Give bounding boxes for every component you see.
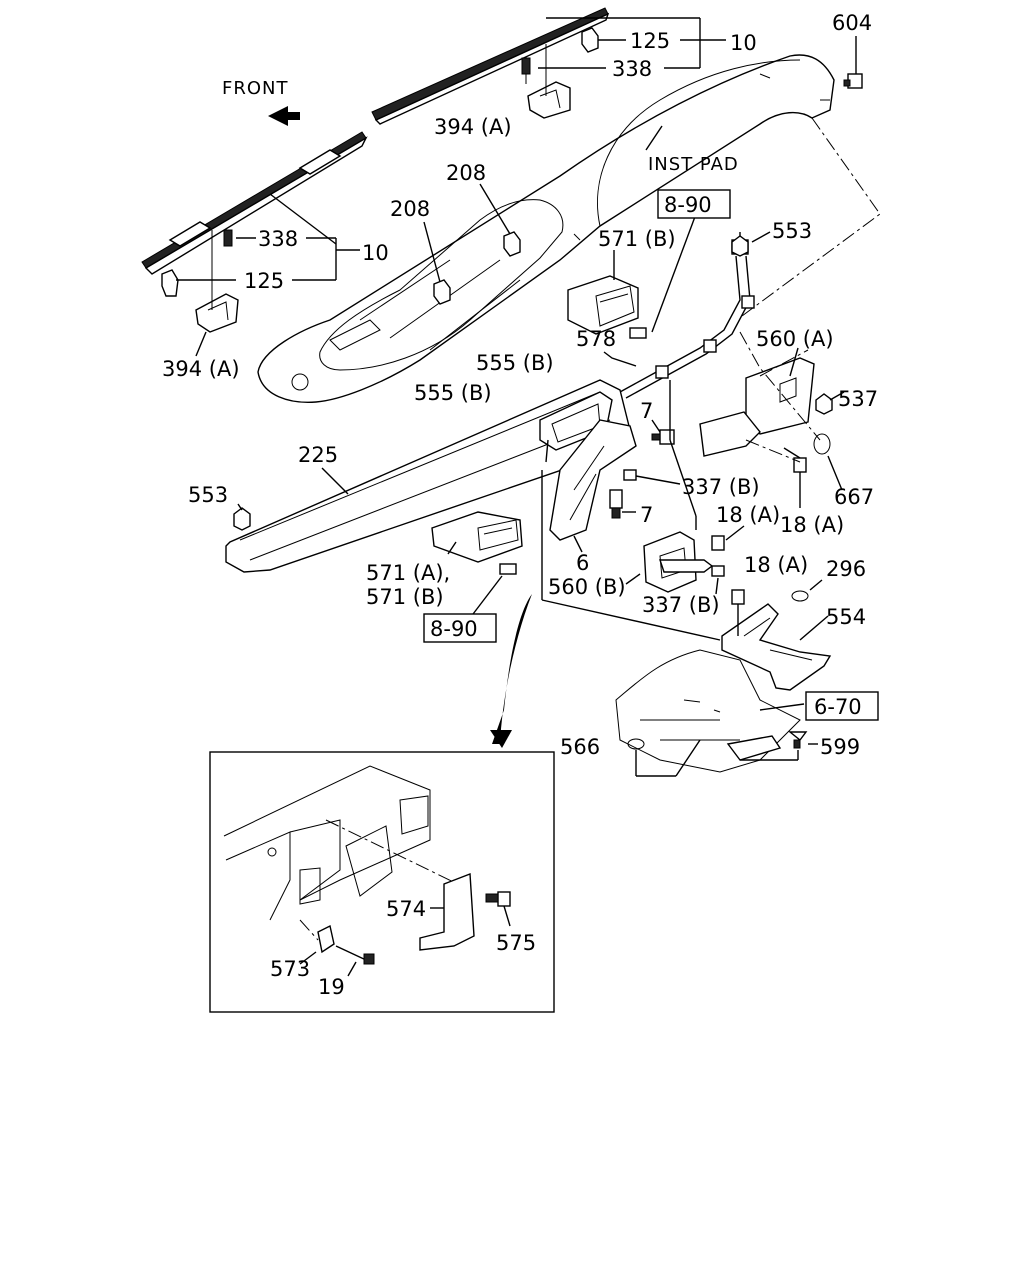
bracket-394a-top <box>527 44 571 119</box>
plug-566 <box>627 738 645 750</box>
label-19: 19 <box>318 975 345 999</box>
bolt-337b-lower <box>711 565 725 577</box>
label-575: 575 <box>496 931 536 955</box>
clip-208-right <box>503 231 521 257</box>
label-555b-lower: 555 (B) <box>414 381 492 405</box>
label-560b: 560 (B) <box>548 575 626 599</box>
screw-338-left <box>223 229 233 247</box>
nut-537 <box>815 393 833 415</box>
ref-box-890-top <box>657 189 731 219</box>
label-7-upper: 7 <box>640 399 653 423</box>
defroster-grille-left <box>141 131 368 275</box>
bracket-574 <box>419 873 475 951</box>
defroster-grille-top <box>371 7 610 125</box>
label-inst-pad: INST PAD <box>648 154 739 175</box>
duct-571b-top <box>567 275 639 335</box>
label-125-top: 125 <box>630 29 670 53</box>
instrument-pad <box>257 54 835 403</box>
bracket-560a <box>699 357 815 457</box>
label-338-left: 338 <box>258 227 298 251</box>
screw-19 <box>335 945 375 965</box>
clip-599 <box>788 731 808 749</box>
bracket-560b <box>643 531 714 593</box>
front-arrow-icon <box>268 106 300 126</box>
label-225: 225 <box>298 443 338 467</box>
label-554: 554 <box>826 605 866 629</box>
nut-553-left <box>233 507 251 531</box>
detail-inset-drawing <box>223 765 471 941</box>
bracket-573 <box>317 924 335 954</box>
label-553-left: 553 <box>188 483 228 507</box>
label-599: 599 <box>820 735 860 759</box>
duct-571a <box>431 511 523 563</box>
label-ref-670: 6-70 <box>814 695 862 719</box>
ref-box-890-bottom <box>423 613 497 643</box>
label-208-left: 208 <box>390 197 430 221</box>
clip-125-top <box>581 27 599 53</box>
label-125-left: 125 <box>244 269 284 293</box>
bolt-18a-upper <box>711 535 725 551</box>
label-10-top: 10 <box>730 31 757 55</box>
label-208-right: 208 <box>446 161 486 185</box>
floor-6-70 <box>615 649 801 773</box>
clip-125-left <box>161 269 179 297</box>
nut-553-right <box>731 235 749 257</box>
leader-top-group <box>538 17 726 69</box>
detail-pointer <box>492 594 532 744</box>
label-560a: 560 (A) <box>756 327 834 351</box>
label-337b-upper: 337 (B) <box>682 475 760 499</box>
leader-left-group <box>176 193 360 357</box>
label-7-lower: 7 <box>640 503 653 527</box>
bracket-554 <box>721 589 832 691</box>
label-338-top: 338 <box>612 57 652 81</box>
label-573: 573 <box>270 957 310 981</box>
label-571b-lower: 571 (B) <box>366 585 444 609</box>
clip-208-left <box>433 279 451 305</box>
label-18a-lower: 18 (A) <box>744 553 808 577</box>
washer-667 <box>813 433 831 455</box>
label-571b-top: 571 (B) <box>598 227 676 251</box>
label-537: 537 <box>838 387 878 411</box>
label-10-left: 10 <box>362 241 389 265</box>
bolt-604 <box>843 36 863 89</box>
ref-box-670 <box>805 691 879 721</box>
detail-inset-frame <box>209 751 555 1013</box>
screw-ref-890-top <box>629 327 647 339</box>
label-578: 578 <box>576 327 616 351</box>
label-337b-lower: 337 (B) <box>642 593 720 617</box>
brace-6 <box>549 419 637 541</box>
label-394a-left: 394 (A) <box>162 357 240 381</box>
label-574: 574 <box>386 897 426 921</box>
label-6: 6 <box>576 551 589 575</box>
plug-296 <box>791 590 809 602</box>
bolt-7-lower <box>609 489 623 519</box>
label-ref-890-top: 8-90 <box>664 193 712 217</box>
label-18a-right: 18 (A) <box>780 513 844 537</box>
dash-frame-225 <box>225 379 631 573</box>
screw-338-top <box>521 57 531 84</box>
bolt-337b-upper <box>623 469 637 481</box>
label-571a: 571 (A), <box>366 561 450 585</box>
label-553-right: 553 <box>772 219 812 243</box>
bracket-394a-left <box>195 230 239 333</box>
label-394a-top: 394 (A) <box>434 115 512 139</box>
label-18a-upper: 18 (A) <box>716 503 780 527</box>
label-566: 566 <box>560 735 600 759</box>
screw-ref-890-bottom <box>499 563 517 575</box>
label-604: 604 <box>832 11 872 35</box>
label-667: 667 <box>834 485 874 509</box>
label-front: FRONT <box>222 78 289 99</box>
label-ref-890-bottom: 8-90 <box>430 617 478 641</box>
label-555b-upper: 555 (B) <box>476 351 554 375</box>
label-296: 296 <box>826 557 866 581</box>
